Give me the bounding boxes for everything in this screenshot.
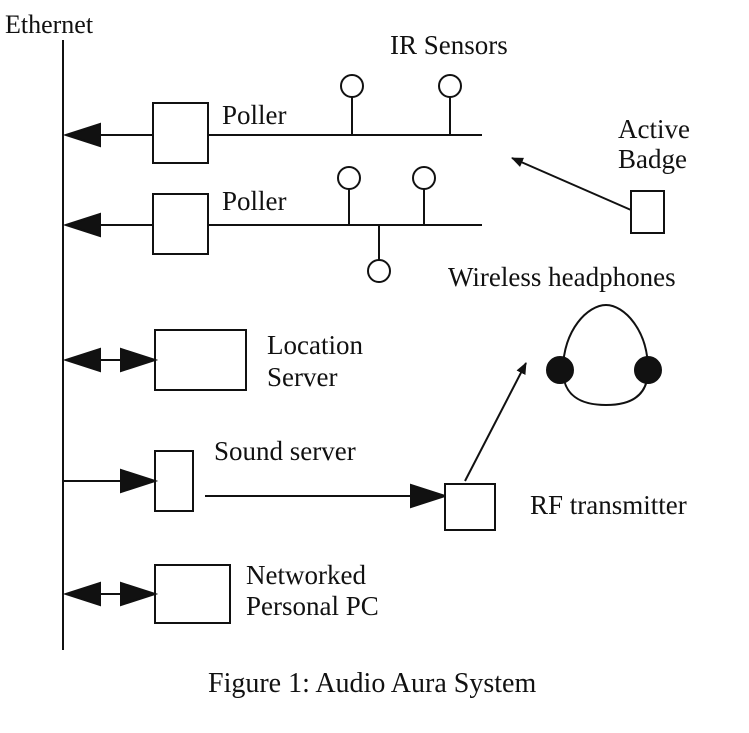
active-badge-label-line2: Badge [618, 144, 687, 174]
networked-pc-box [154, 564, 231, 624]
location-server-arrowhead-right [120, 347, 159, 373]
ir-sensor [337, 166, 361, 190]
active-badge-label-line1: Active [618, 114, 690, 144]
poller-1-box [152, 102, 209, 164]
sound-server-label: Sound server [214, 436, 356, 466]
poller-2-label: Poller [222, 186, 287, 216]
headphones-earpiece-left [546, 356, 574, 384]
ir-sensor [412, 166, 436, 190]
ir-sensor [340, 74, 364, 98]
rf-transmitter-label: RF transmitter [530, 490, 687, 520]
ethernet-label: Ethernet [5, 10, 94, 39]
networked-pc-arrowhead-left [62, 581, 101, 607]
ir-sensor [367, 259, 391, 283]
headphones-band [561, 303, 650, 407]
figure-caption: Figure 1: Audio Aura System [208, 668, 537, 699]
rf-transmitter-box [444, 483, 496, 531]
networked-pc-label-line2: Personal PC [246, 591, 379, 621]
headphones-earpiece-right [634, 356, 662, 384]
networked-pc-arrowhead-right [120, 581, 159, 607]
ir-sensor [438, 74, 462, 98]
location-server-label-line1: Location [267, 330, 363, 360]
poller-2-arrowhead [62, 212, 101, 238]
ir-sensors-label: IR Sensors [390, 30, 508, 60]
networked-pc-label-line1: Networked [246, 560, 366, 590]
location-server-box [154, 329, 247, 391]
rf-signal-arrow [464, 362, 527, 482]
poller-1-arrowhead [62, 122, 101, 148]
location-server-label-line2: Server [267, 362, 338, 392]
wireless-headphones-label: Wireless headphones [448, 262, 676, 292]
sound-server-arrowhead [120, 468, 159, 494]
location-server-arrowhead-left [62, 347, 101, 373]
badge-signal-arrow [511, 157, 632, 211]
poller-2-box [152, 193, 209, 255]
poller-1-label: Poller [222, 100, 287, 130]
sound-server-box [154, 450, 194, 512]
active-badge-box [630, 190, 665, 234]
sound-to-rf-arrowhead [410, 483, 449, 509]
